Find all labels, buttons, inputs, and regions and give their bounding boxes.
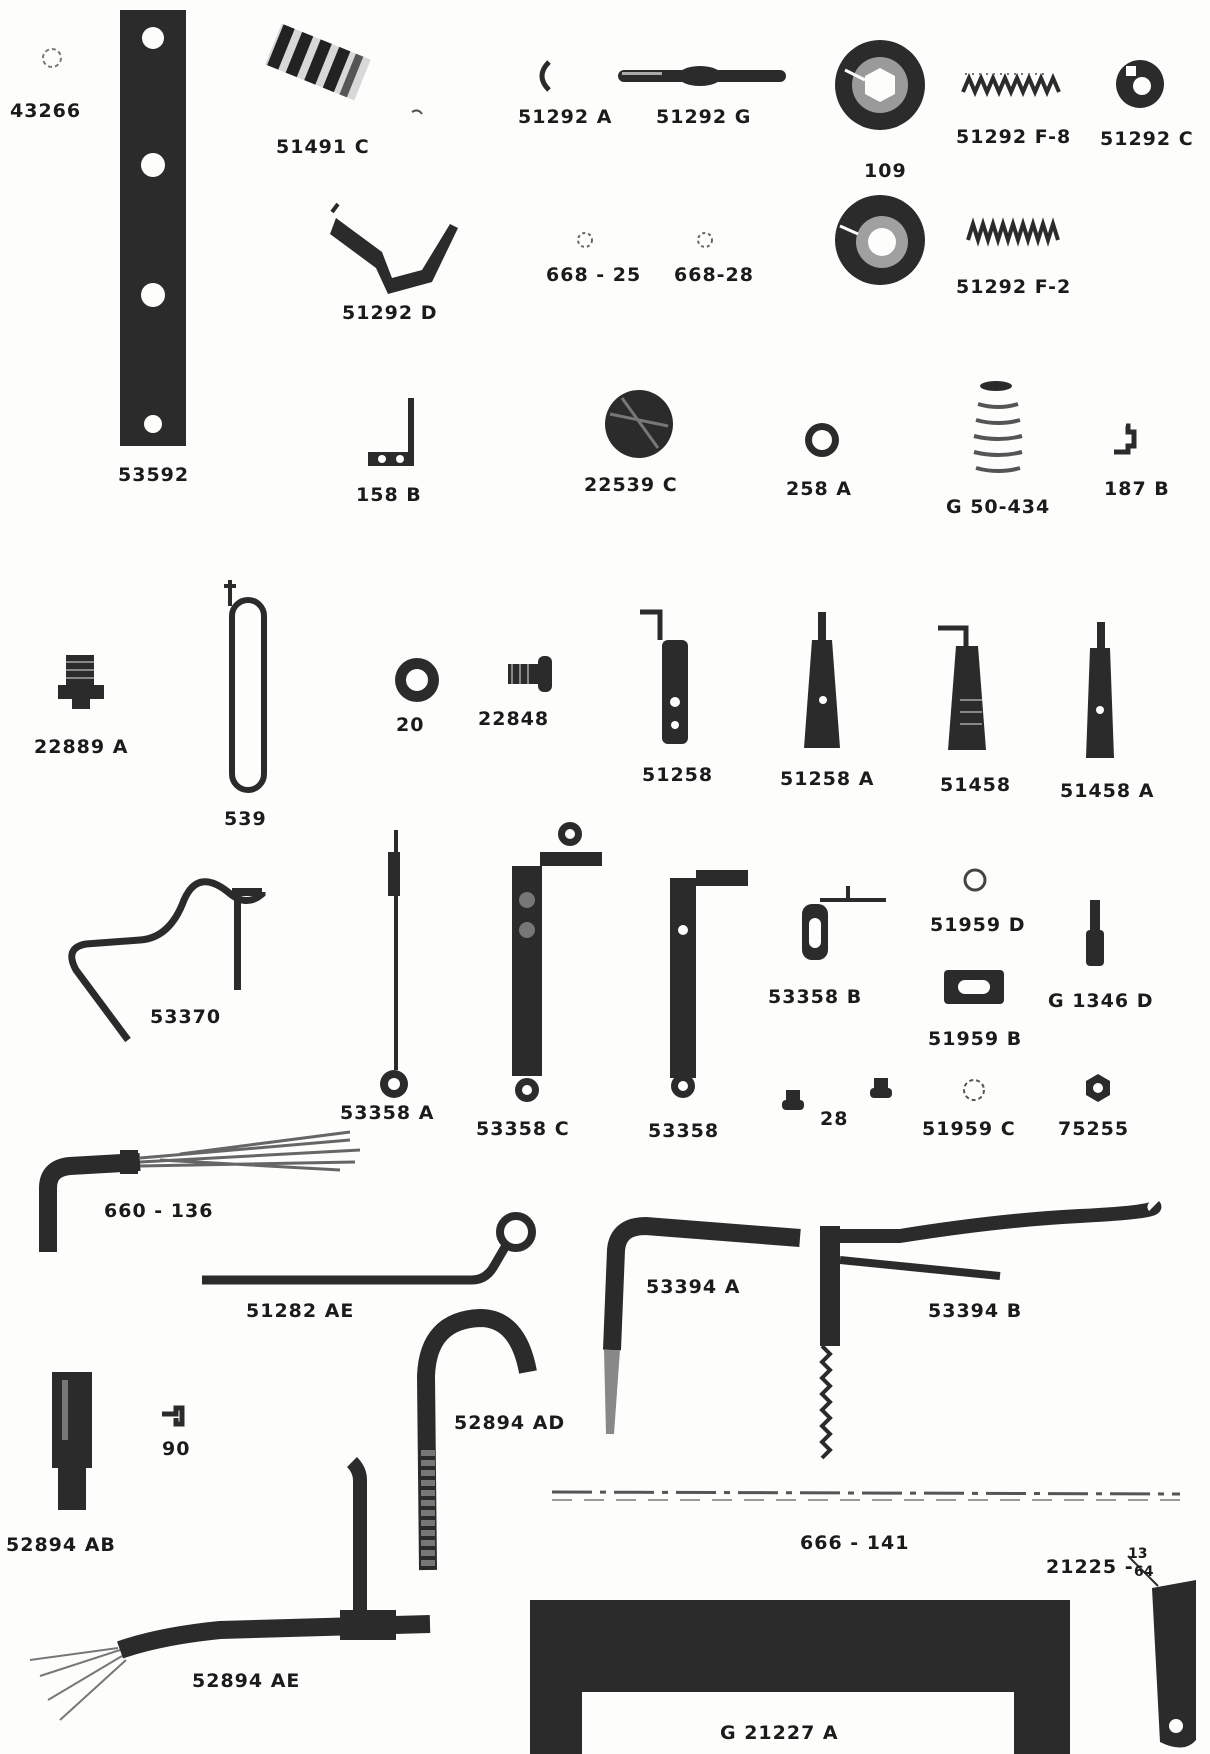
part-label-51959c: 51959 C (922, 1118, 1016, 1140)
part-g1346d-drawing (1086, 900, 1104, 966)
part-22889a-drawing (58, 655, 104, 709)
part-51458a-drawing (1086, 622, 1114, 758)
part-label-51282ae: 51282 AE (246, 1300, 355, 1322)
part-label-53370: 53370 (150, 1006, 222, 1028)
part-label-28: 28 (820, 1108, 849, 1130)
part-label-22848: 22848 (478, 708, 550, 730)
part-label-51292f8: 51292 F-8 (956, 126, 1072, 148)
part-label-53394a: 53394 A (646, 1276, 741, 1298)
part-53358-drawing (670, 870, 748, 1098)
part-158b-drawing (368, 398, 414, 466)
part-label-52894ae: 52894 AE (192, 1670, 301, 1692)
part-label-668-25: 668 - 25 (546, 264, 642, 286)
part-label-51258a: 51258 A (780, 768, 875, 790)
part-53358c-drawing (512, 822, 602, 1102)
part-51292f8-drawing (961, 72, 1061, 98)
part-label-53358: 53358 (648, 1120, 720, 1142)
fraction-denominator: 64 (1134, 1564, 1154, 1580)
part-52894ae-drawing (29, 1457, 431, 1721)
part-label-53358a: 53358 A (340, 1102, 435, 1124)
part-label-22889a: 22889 A (34, 736, 129, 758)
part-51258-drawing (640, 609, 688, 744)
part-666-141-drawing (551, 1490, 1181, 1501)
part-label-187b: 187 B (1104, 478, 1170, 500)
part-label-51491c: 51491 C (276, 136, 370, 158)
part-label-109: 109 (864, 160, 907, 182)
part-51458-drawing (938, 625, 986, 750)
part-90-drawing (162, 1405, 185, 1427)
part-51292a-drawing (539, 60, 551, 92)
part-53394a-drawing (603, 1216, 801, 1434)
part-187b-drawing (1114, 423, 1137, 455)
part-label-52894ab: 52894 AB (6, 1534, 116, 1556)
part-52894ab-drawing (52, 1372, 92, 1510)
part-53358a-drawing (380, 830, 408, 1098)
part-43266-drawing (42, 48, 62, 68)
part-label-52894ad: 52894 AD (454, 1412, 566, 1434)
part-22539c-drawing (605, 390, 673, 458)
part-53394b-drawing (819, 1200, 1162, 1460)
part-51292g-drawing (618, 66, 786, 86)
part-label-22539c: 22539 C (584, 474, 678, 496)
part-label-21225-fraction: 13 64 (1128, 1547, 1153, 1579)
part-label-51292f2: 51292 F-2 (956, 276, 1072, 298)
part-label-666-141: 666 - 141 (800, 1532, 910, 1554)
part-label-51292g: 51292 G (656, 106, 752, 128)
part-g21227a-drawing (530, 1600, 1070, 1754)
part-51282ae-drawing (202, 1212, 536, 1285)
part-label-158b: 158 B (356, 484, 422, 506)
part-539-drawing (224, 580, 267, 793)
part-label-53394b: 53394 B (928, 1300, 1023, 1322)
part-label-g50-434: G 50-434 (946, 496, 1051, 518)
part-51959b-drawing (944, 970, 1004, 1004)
part-51292f2-drawing (966, 217, 1060, 247)
part-label-51959b: 51959 B (928, 1028, 1023, 1050)
part-label-51292d: 51292 D (342, 302, 438, 324)
part-51292c-drawing (1116, 60, 1164, 108)
part-20-drawing (395, 658, 439, 702)
part-53370-drawing (68, 878, 266, 1043)
part-label-51258: 51258 (642, 764, 714, 786)
part-52894ad-drawing (416, 1308, 537, 1571)
part-label-75255: 75255 (1058, 1118, 1130, 1140)
part-label-668-28: 668-28 (674, 264, 754, 286)
part-label-g1346d: G 1346 D (1048, 990, 1154, 1012)
part-label-539: 539 (224, 808, 267, 830)
part-51491c-drawing (265, 23, 371, 101)
part-28-drawing (782, 1078, 892, 1110)
part-label-53358b: 53358 B (768, 986, 863, 1008)
part-51292d-drawing (330, 202, 458, 294)
part-label-51292c: 51292 C (1100, 128, 1194, 150)
part-53592-drawing (120, 10, 186, 446)
part-label-51959d: 51959 D (930, 914, 1026, 936)
part-22848-drawing (508, 656, 552, 692)
part-109-drawing (835, 40, 925, 130)
part-label-258a: 258 A (786, 478, 852, 500)
part-label-660-136: 660 - 136 (104, 1200, 214, 1222)
part-label-43266: 43266 (10, 100, 82, 122)
part-label-51292a: 51292 A (518, 106, 613, 128)
part-258a-drawing (805, 423, 839, 457)
part-109b-drawing (835, 195, 925, 285)
part-label-90: 90 (162, 1438, 191, 1460)
part-label-20: 20 (396, 714, 425, 736)
part-g50-434-drawing (973, 381, 1023, 473)
part-660-136-drawing (39, 1130, 361, 1252)
part-label-51458: 51458 (940, 774, 1012, 796)
part-53358b-drawing (802, 886, 886, 960)
part-label-53592: 53592 (118, 464, 190, 486)
part-21225-drawing (1127, 1555, 1196, 1748)
part-75255-drawing (1086, 1074, 1110, 1102)
part-label-g21227a: G 21227 A (720, 1722, 839, 1744)
part-label-21225: 21225 - (1046, 1556, 1134, 1578)
part-label-51458a: 51458 A (1060, 780, 1155, 802)
fraction-numerator: 13 (1128, 1546, 1148, 1562)
part-51258a-drawing (804, 612, 840, 748)
part-label-53358c: 53358 C (476, 1118, 570, 1140)
